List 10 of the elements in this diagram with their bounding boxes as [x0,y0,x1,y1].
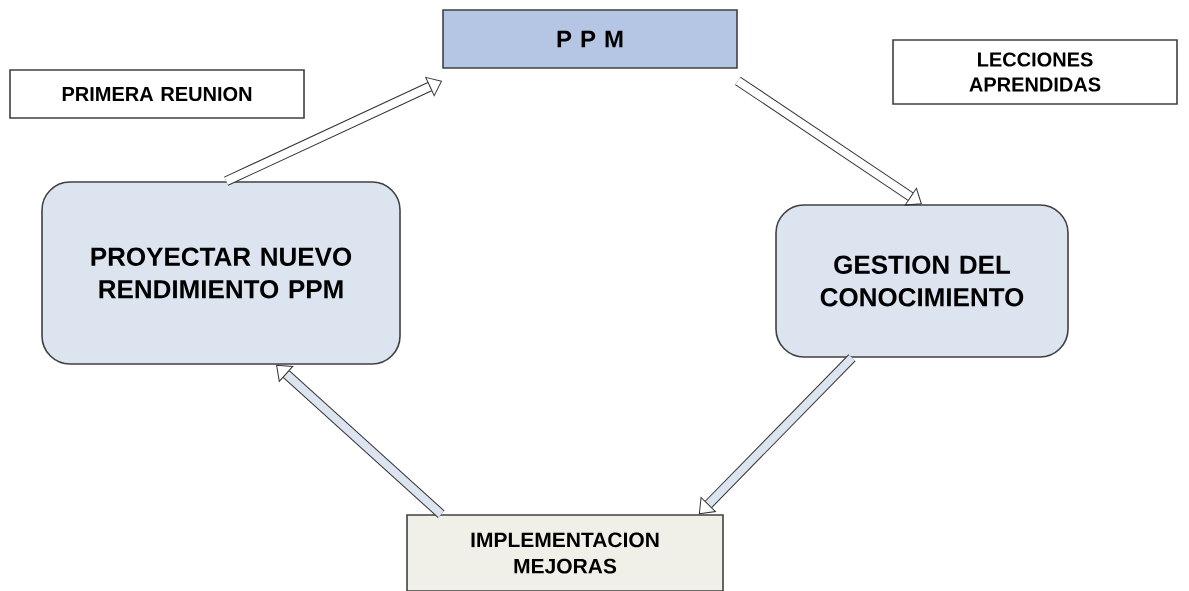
process-box: PROYECTAR NUEVO RENDIMIENTO PPM [41,181,401,365]
block-arrow [276,364,445,518]
process-box: GESTION DEL CONOCIMIENTO [775,204,1069,358]
process-box: P P M [442,9,738,69]
block-arrow [698,354,856,515]
block-arrow [735,76,922,206]
text-box: PRIMERA REUNION [9,69,305,119]
process-box: IMPLEMENTACION MEJORAS [406,514,724,591]
text-box: LECCIONES APRENDIDAS [892,39,1178,105]
block-arrow [224,76,442,186]
